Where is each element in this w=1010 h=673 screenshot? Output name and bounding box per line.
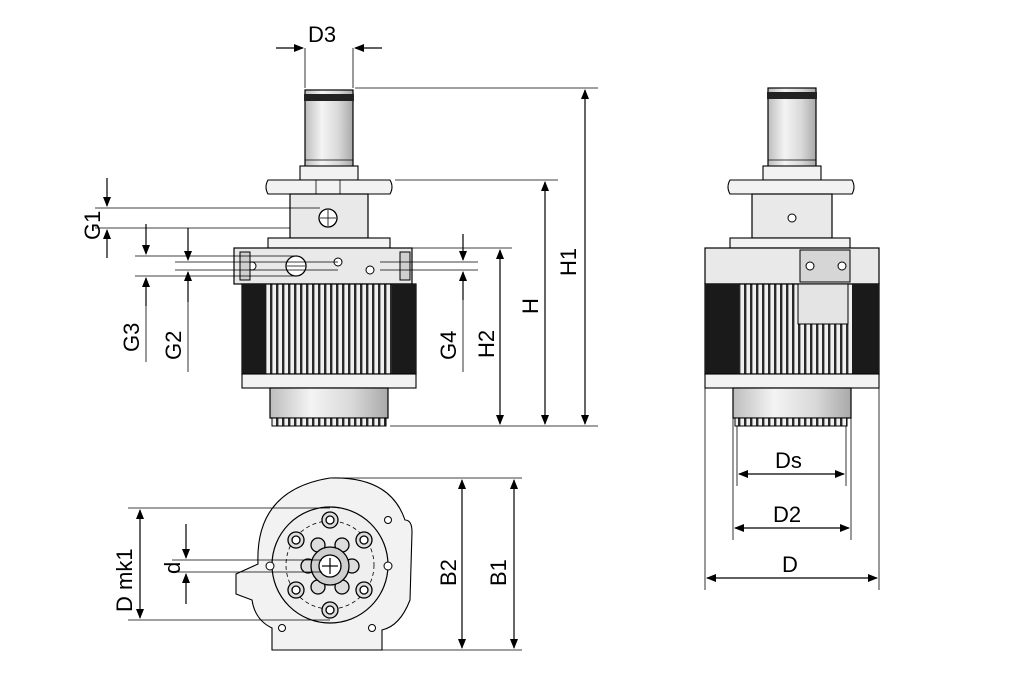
side-dimensions: Ds D2 D	[704, 388, 880, 590]
side-base-cup	[732, 387, 852, 419]
port-block	[233, 247, 413, 285]
label-d: D	[782, 552, 798, 577]
side-piston-rod	[767, 87, 817, 169]
label-h2: H2	[474, 330, 499, 358]
label-ds: Ds	[775, 448, 802, 473]
front-view	[233, 89, 417, 427]
side-flange	[727, 179, 855, 195]
label-d2: D2	[773, 502, 801, 527]
piston-rod	[304, 89, 354, 169]
side-view	[704, 87, 880, 427]
top-dimensions: D mk1 d B2 B1	[112, 477, 522, 651]
label-g3: G3	[119, 323, 144, 352]
bolt-ring	[287, 511, 373, 619]
top-flange	[265, 179, 393, 195]
label-h: H	[518, 298, 543, 314]
label-b1: B1	[486, 559, 511, 586]
label-b2: B2	[436, 559, 461, 586]
label-g1: G1	[80, 211, 105, 240]
side-nut	[762, 165, 822, 181]
top-view	[235, 477, 413, 651]
label-d-small: d	[160, 562, 185, 574]
front-dimensions: D3 H1 H H2 G4 G1 G3	[80, 22, 598, 427]
label-g4: G4	[436, 331, 461, 360]
base-cup	[269, 387, 389, 419]
rod-ring	[304, 94, 354, 101]
label-d3: D3	[308, 22, 336, 47]
label-g2: G2	[161, 331, 186, 360]
base-teeth	[271, 417, 387, 427]
label-h1: H1	[556, 248, 581, 276]
ribbed-cylinder	[241, 283, 417, 375]
lower-ring	[241, 373, 417, 389]
rod-nut	[299, 165, 359, 181]
side-port-block	[704, 247, 880, 285]
upper-housing	[267, 237, 391, 249]
label-dmk1: D mk1	[112, 548, 137, 612]
